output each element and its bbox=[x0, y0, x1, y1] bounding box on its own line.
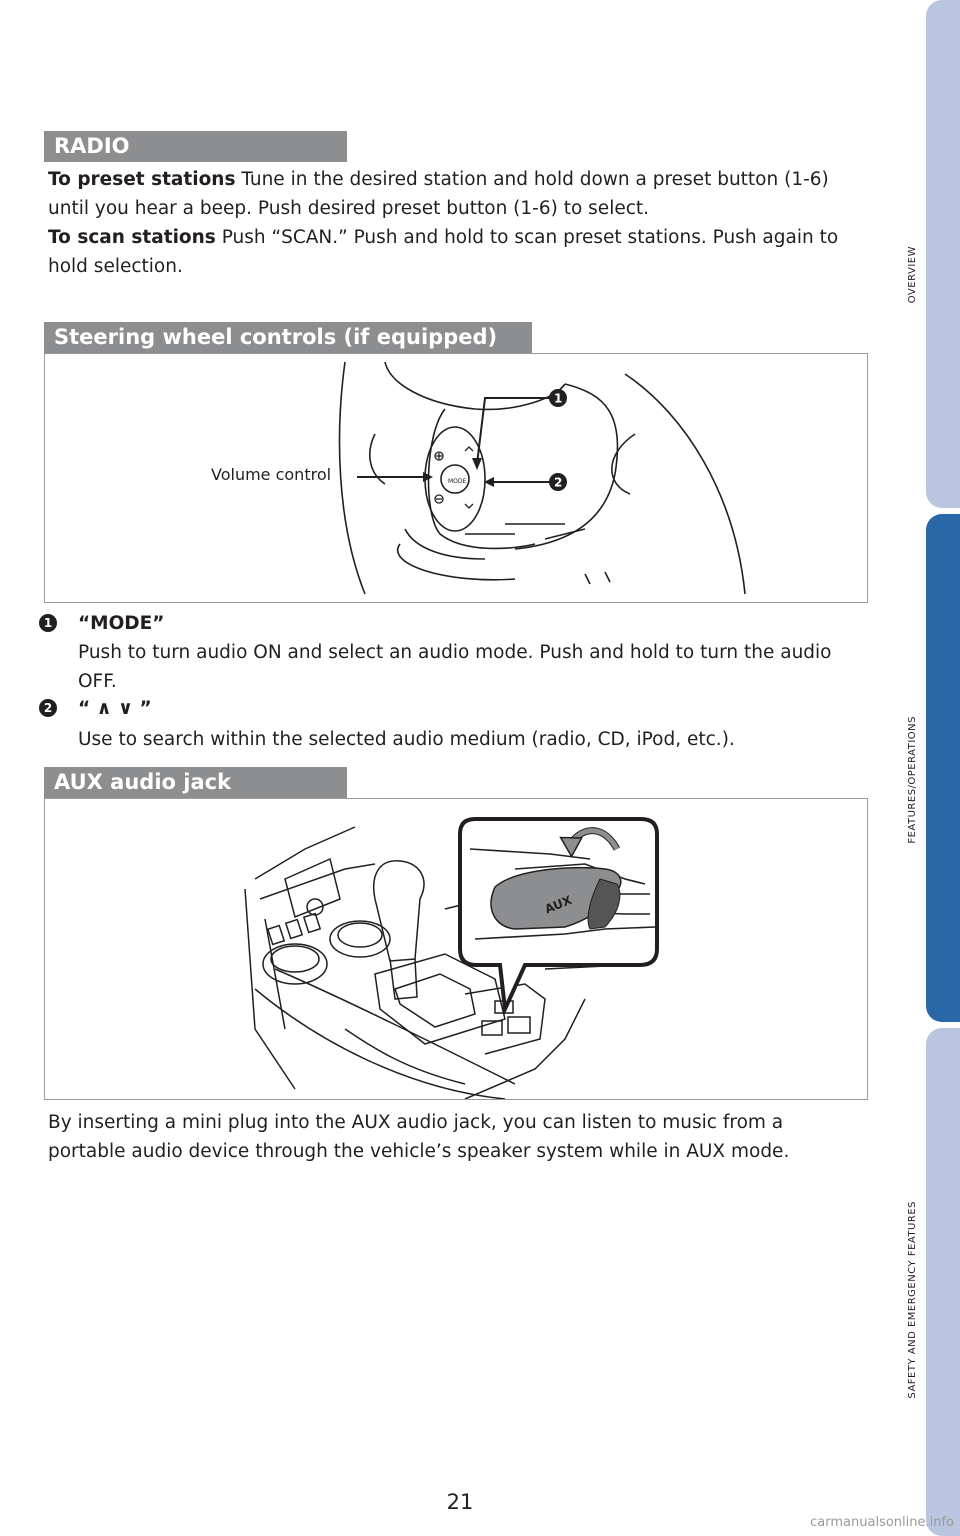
preset-paragraph: To preset stations Tune in the desired s… bbox=[48, 165, 868, 223]
steering-header: Steering wheel controls (if equipped) bbox=[44, 322, 532, 353]
scan-text: Push “SCAN.” Push and hold to scan prese… bbox=[48, 227, 839, 277]
callout-2-label: 2 bbox=[554, 476, 562, 490]
scan-paragraph: To scan stations Push “SCAN.” Push and h… bbox=[48, 223, 868, 281]
radio-instructions: To preset stations Tune in the desired s… bbox=[48, 165, 868, 281]
aux-figure: AUX bbox=[44, 798, 868, 1100]
tab-label-overview: OVERVIEW bbox=[906, 246, 918, 304]
item2-text: Use to search within the selected audio … bbox=[78, 729, 735, 750]
aux-description: By inserting a mini plug into the AUX au… bbox=[48, 1112, 790, 1162]
bullet-2: 2 bbox=[39, 699, 57, 717]
item1-text: Push to turn audio ON and select an audi… bbox=[78, 642, 832, 692]
steering-figure: MODE 1 2 Volume control bbox=[44, 353, 868, 603]
tab-features-operations bbox=[926, 514, 960, 1022]
console-aux-illustration: AUX bbox=[244, 817, 659, 1099]
volume-control-label: Volume control bbox=[211, 465, 334, 484]
tab-overview bbox=[926, 0, 960, 508]
radio-header: RADIO bbox=[44, 131, 347, 162]
watermark: carmanualsonline.info bbox=[810, 1515, 954, 1530]
item1-title: “MODE” bbox=[78, 613, 165, 634]
tab-label-features: FEATURES/OPERATIONS bbox=[906, 716, 918, 844]
steering-wheel-illustration: MODE 1 2 bbox=[338, 361, 746, 595]
preset-text: Tune in the desired station and hold dow… bbox=[48, 169, 829, 219]
item2-title: “ ∧ ∨ ” bbox=[78, 698, 152, 719]
page-number: 21 bbox=[446, 1490, 474, 1514]
scan-label: To scan stations bbox=[48, 227, 216, 248]
callout-1-label: 1 bbox=[554, 392, 562, 406]
aux-header: AUX audio jack bbox=[44, 767, 347, 798]
preset-label: To preset stations bbox=[48, 169, 236, 190]
mode-button-text: MODE bbox=[448, 478, 467, 485]
tab-label-safety: SAFETY AND EMERGENCY FEATURES bbox=[906, 1201, 918, 1399]
bullet-1: 1 bbox=[39, 614, 57, 632]
tab-safety-emergency bbox=[926, 1028, 960, 1536]
